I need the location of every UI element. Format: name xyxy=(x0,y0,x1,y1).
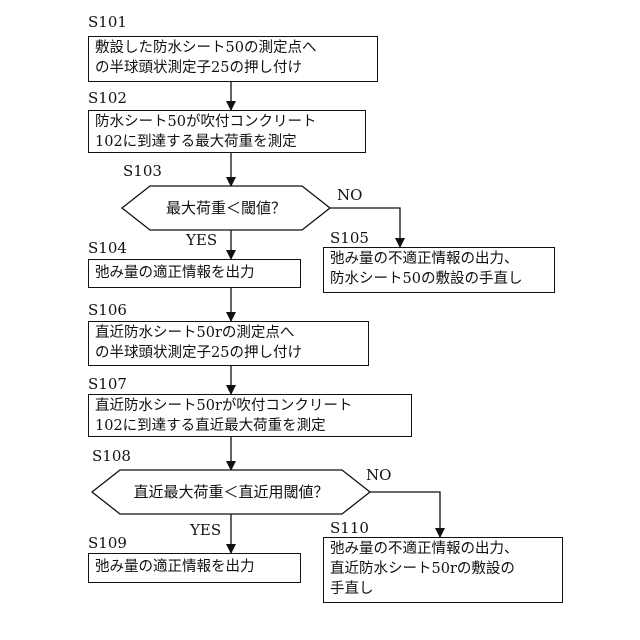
process-box-s106: 直近防水シート50rの測定点へ の半球頭状測定子25の押し付け xyxy=(88,321,369,366)
step-text-line: 直近防水シート50rの敷設の xyxy=(330,559,556,579)
step-id-s109: S109 xyxy=(88,535,127,552)
step-text-line: の半球頭状測定子25の押し付け xyxy=(95,343,362,363)
branch-no-label: NO xyxy=(366,467,391,484)
decision-s103-text: 最大荷重＜閾値？ xyxy=(150,199,302,217)
arrow-s108-s110 xyxy=(370,492,440,537)
step-id-s108: S108 xyxy=(92,448,131,465)
branch-no-label: NO xyxy=(337,187,362,204)
step-text-line: 防水シート50の敷設の手直し xyxy=(330,269,548,289)
step-id-s102: S102 xyxy=(88,90,127,107)
step-text-line: 102に到達する直近最大荷重を測定 xyxy=(95,416,405,436)
process-box-s101: 敷設した防水シート50の測定点へ の半球頭状測定子25の押し付け xyxy=(88,36,378,82)
step-text-line: 102に到達する最大荷重を測定 xyxy=(95,132,359,152)
step-id-s101: S101 xyxy=(88,14,127,31)
branch-yes-label: YES xyxy=(186,232,217,249)
step-id-s105: S105 xyxy=(330,230,369,247)
step-text-line: 直近防水シート50rの測定点へ xyxy=(95,323,362,343)
step-text-line: 直近防水シート50rが吹付コンクリート xyxy=(95,396,405,416)
process-box-s107: 直近防水シート50rが吹付コンクリート 102に到達する直近最大荷重を測定 xyxy=(88,394,412,437)
process-box-s110: 弛み量の不適正情報の出力、 直近防水シート50rの敷設の 手直し xyxy=(323,537,563,603)
step-text-line: 弛み量の適正情報を出力 xyxy=(95,557,294,577)
process-box-s102: 防水シート50が吹付コンクリート 102に到達する最大荷重を測定 xyxy=(88,110,366,153)
step-text-line: 弛み量の不適正情報の出力、 xyxy=(330,249,548,269)
step-text-line: 弛み量の適正情報を出力 xyxy=(95,263,294,283)
step-text-line: 弛み量の不適正情報の出力、 xyxy=(330,539,556,559)
step-text-line: 敷設した防水シート50の測定点へ xyxy=(95,38,371,58)
process-box-s104: 弛み量の適正情報を出力 xyxy=(88,259,301,288)
step-id-s110: S110 xyxy=(330,520,369,537)
decision-s108-text: 直近最大荷重＜直近用閾値？ xyxy=(118,483,344,501)
process-box-s105: 弛み量の不適正情報の出力、 防水シート50の敷設の手直し xyxy=(323,247,555,293)
branch-yes-label: YES xyxy=(190,522,221,539)
step-text-line: 防水シート50が吹付コンクリート xyxy=(95,112,359,132)
step-text-line: の半球頭状測定子25の押し付け xyxy=(95,58,371,78)
step-id-s107: S107 xyxy=(88,376,127,393)
step-text-line: 手直し xyxy=(330,579,556,599)
process-box-s109: 弛み量の適正情報を出力 xyxy=(88,553,301,583)
step-id-s104: S104 xyxy=(88,240,127,257)
step-id-s106: S106 xyxy=(88,302,127,319)
step-id-s103: S103 xyxy=(123,163,162,180)
